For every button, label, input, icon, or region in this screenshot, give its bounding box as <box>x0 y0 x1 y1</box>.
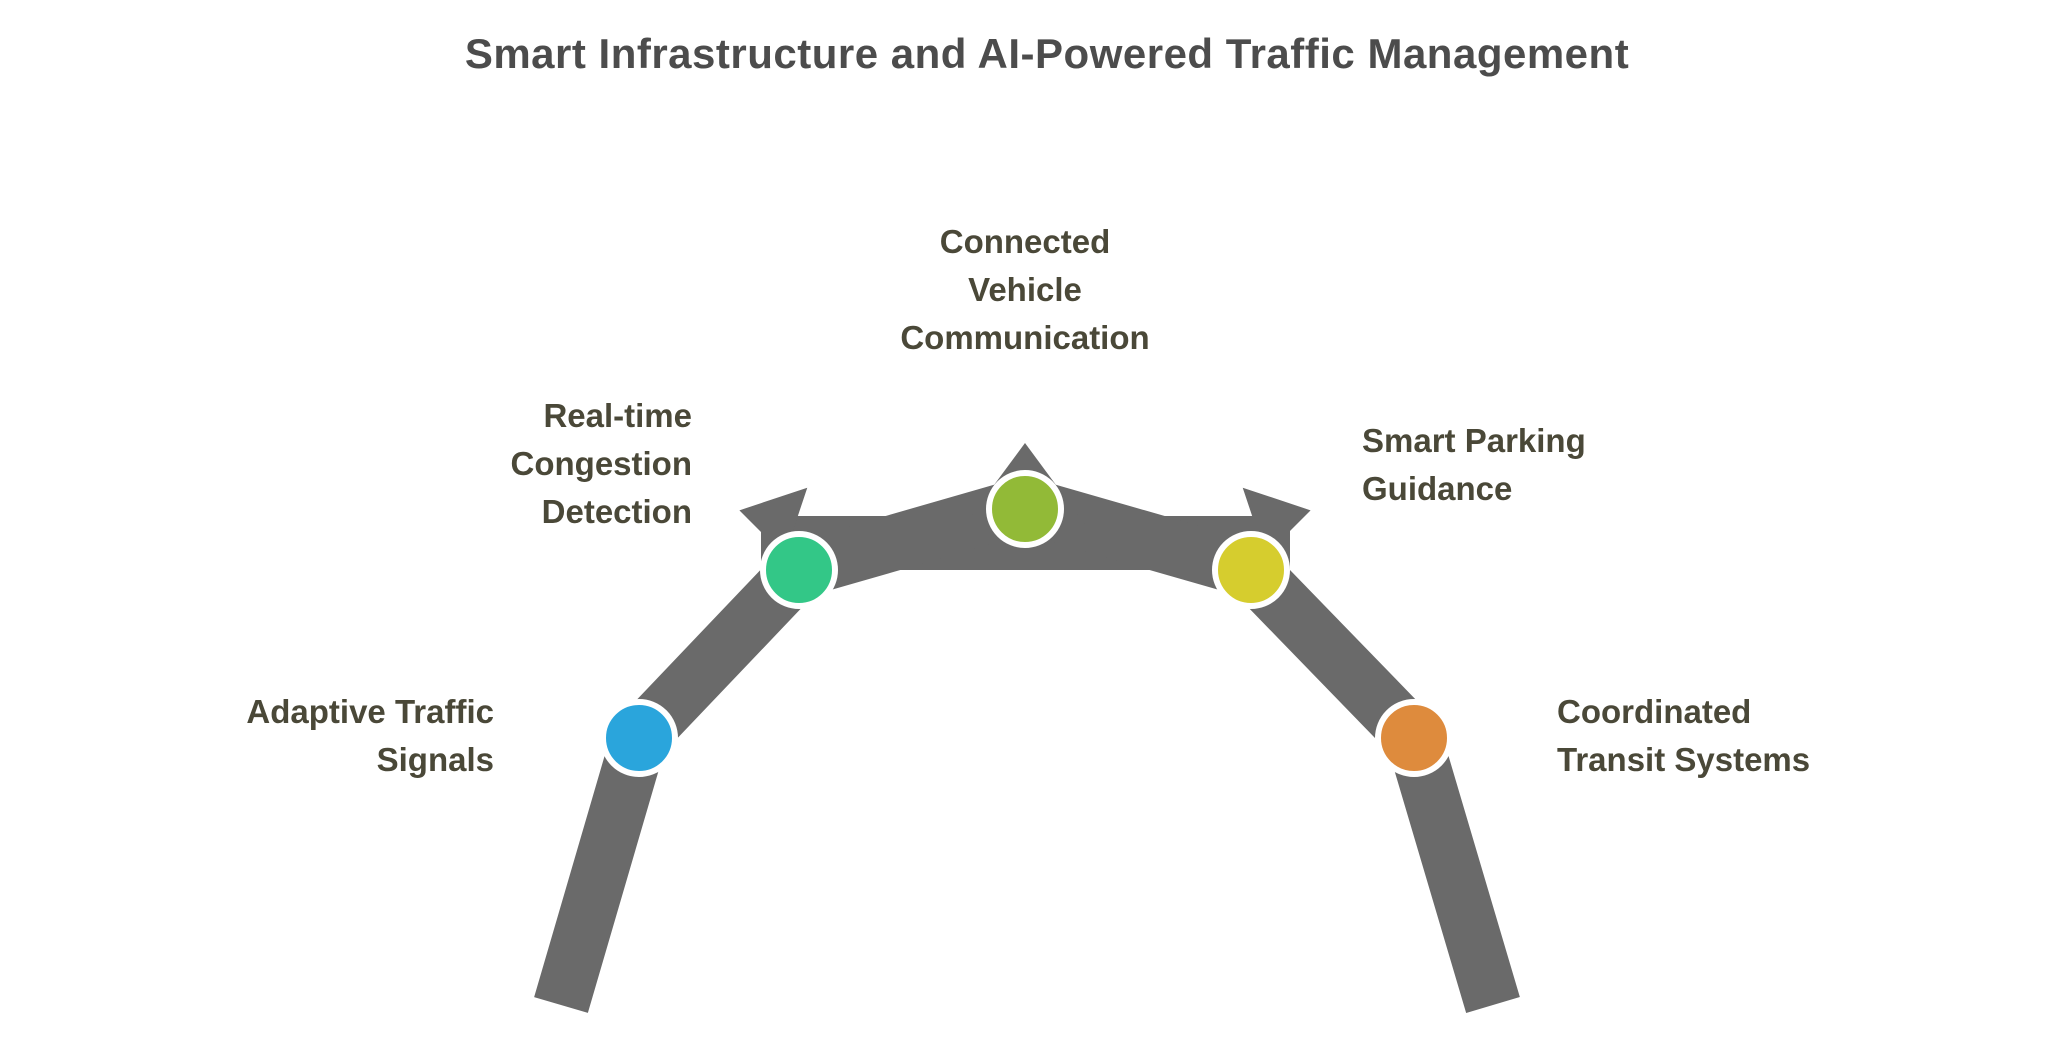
node-smart-parking-guidance <box>1212 531 1290 609</box>
label-connected-vehicle-communication: Connected Vehicle Communication <box>900 223 1150 356</box>
label-smart-parking-guidance: Smart Parking Guidance <box>1362 422 1586 507</box>
label-adaptive-traffic-signals: Adaptive Traffic Signals <box>246 693 494 778</box>
node-real-time-congestion-detection <box>760 531 838 609</box>
label-coordinated-transit-systems: Coordinated Transit Systems <box>1557 693 1811 778</box>
label-real-time-congestion-detection: Real-time Congestion Detection <box>510 397 692 530</box>
node-connected-vehicle-communication <box>986 470 1064 548</box>
node-coordinated-transit-systems <box>1375 699 1453 777</box>
node-adaptive-traffic-signals <box>600 699 678 777</box>
page-title: Smart Infrastructure and AI-Powered Traf… <box>464 30 1630 77</box>
arch-segment-path <box>534 475 1520 1013</box>
